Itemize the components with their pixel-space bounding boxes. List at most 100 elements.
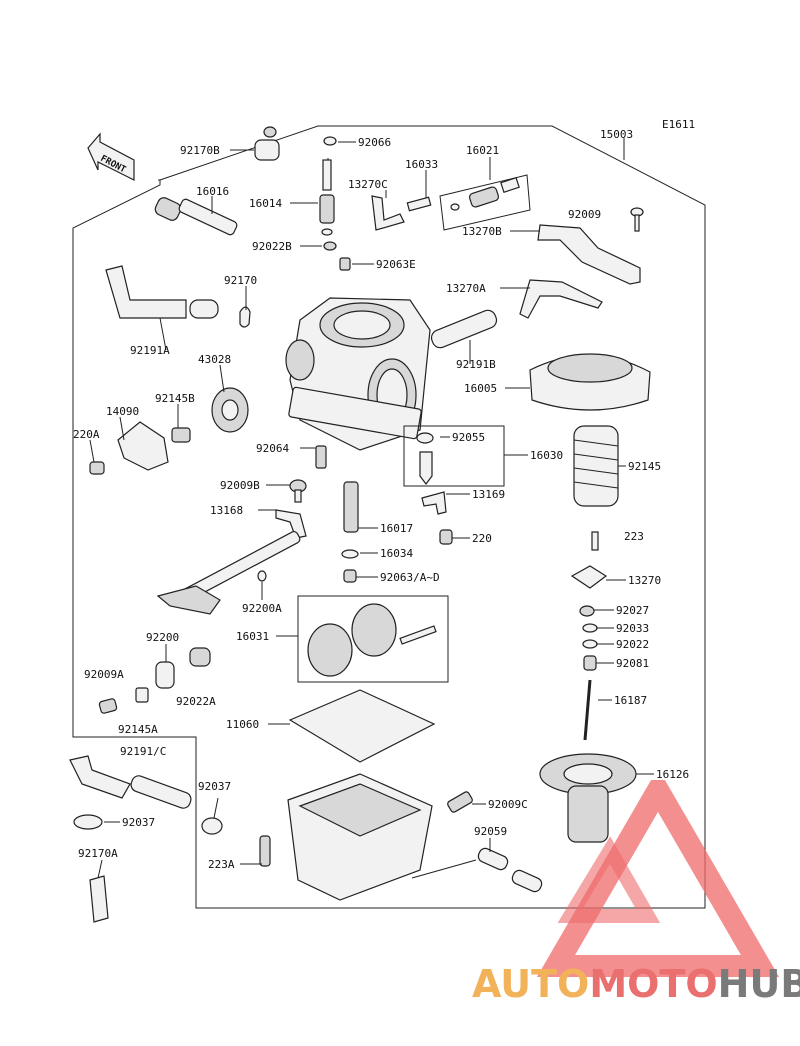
label-15003: 15003 [600,128,633,141]
part-13270 [570,565,608,589]
label-43028: 43028 [198,353,231,366]
part-92063E [339,257,351,271]
part-16187 [583,679,592,741]
label-16187: 16187 [614,694,647,707]
label-13270B: 13270B [462,225,502,238]
part-float-bowl [287,773,433,901]
front-arrow: FRONT [87,132,135,181]
part-92170A [89,875,109,923]
label-92037-right: 92037 [198,780,231,793]
diagram-code: E1611 [662,118,695,131]
part-92200 [155,661,175,689]
label-92063AD: 92063/A~D [380,571,440,584]
label-92191C: 92191/C [120,745,166,758]
part-13270C [371,195,405,231]
part-92145A [135,687,149,703]
label-220: 220 [472,532,492,545]
label-16031: 16031 [236,630,269,643]
part-220 [439,529,453,545]
part-92066 [323,136,337,146]
label-13270: 13270 [628,574,661,587]
part-16014 [319,159,335,236]
part-92022B [323,241,337,251]
part-92037-b [201,817,223,835]
part-92009A [98,698,118,714]
part-16126 [539,753,637,843]
label-92027: 92027 [616,604,649,617]
part-16021 [439,174,531,231]
part-92037-a [73,814,103,830]
part-11060 [288,689,436,763]
label-92037-left: 92037 [122,816,155,829]
part-92064 [315,445,327,469]
label-92200: 92200 [146,631,179,644]
part-92170 [239,306,251,328]
label-13169: 13169 [472,488,505,501]
label-92033: 92033 [616,622,649,635]
label-14090: 14090 [106,405,139,418]
label-92191A: 92191A [130,344,170,357]
label-92022B: 92022B [252,240,292,253]
label-92063E: 92063E [376,258,416,271]
label-13168: 13168 [210,504,243,517]
part-92022A [189,647,211,667]
label-92009: 92009 [568,208,601,221]
part-needle-valve [419,451,433,485]
part-92191A [105,265,187,319]
part-13270B [537,224,641,285]
label-16030: 16030 [530,449,563,462]
label-220A: 220A [73,428,100,441]
part-92191C [69,755,131,799]
part-labels: 15003 92170B 92066 16021 16033 13270C 16… [73,128,689,871]
watermark-auto: AUTO [472,962,590,1006]
label-92170: 92170 [224,274,257,287]
part-92191B [430,309,498,349]
label-92145A: 92145A [118,723,158,736]
label-92022: 92022 [616,638,649,651]
label-92009B: 92009B [220,479,260,492]
part-16031-box [297,595,449,683]
part-14090 [117,421,169,471]
part-220A [89,461,105,475]
label-16014: 16014 [249,197,282,210]
part-16030-box [403,425,505,487]
label-92200A: 92200A [242,602,282,615]
part-92191C-b [130,775,192,809]
label-92170A: 92170A [78,847,118,860]
part-16005 [529,353,651,411]
label-13270C: 13270C [348,178,388,191]
part-92081 [583,655,597,671]
part-92009C [447,791,473,813]
part-92027 [579,605,595,617]
label-16016: 16016 [196,185,229,198]
label-92022A: 92022A [176,695,216,708]
label-223A: 223A [208,858,235,871]
label-16033: 16033 [405,158,438,171]
label-92145: 92145 [628,460,661,473]
part-16017 [343,481,359,533]
label-92191B: 92191B [456,358,496,371]
label-92081: 92081 [616,657,649,670]
part-92009 [630,207,644,232]
watermark-hub: HUB [717,962,800,1006]
assembly-boundary [72,125,706,909]
label-13270A: 13270A [446,282,486,295]
leader-lines [89,138,654,879]
part-13270A [519,279,603,319]
part-92191A-b [189,299,219,319]
label-92009A: 92009A [84,668,124,681]
part-16034 [341,549,359,559]
part-16033 [406,196,432,212]
label-92066: 92066 [358,136,391,149]
label-92145B: 92145B [155,392,195,405]
part-92033 [582,623,598,633]
label-92059: 92059 [474,825,507,838]
watermark-moto: MOTO [589,962,718,1006]
part-16031 [307,603,437,677]
part-92145B [171,427,191,443]
label-16005: 16005 [464,382,497,395]
part-throttle-shaft [156,530,301,615]
label-11060: 11060 [226,718,259,731]
label-92064: 92064 [256,442,289,455]
